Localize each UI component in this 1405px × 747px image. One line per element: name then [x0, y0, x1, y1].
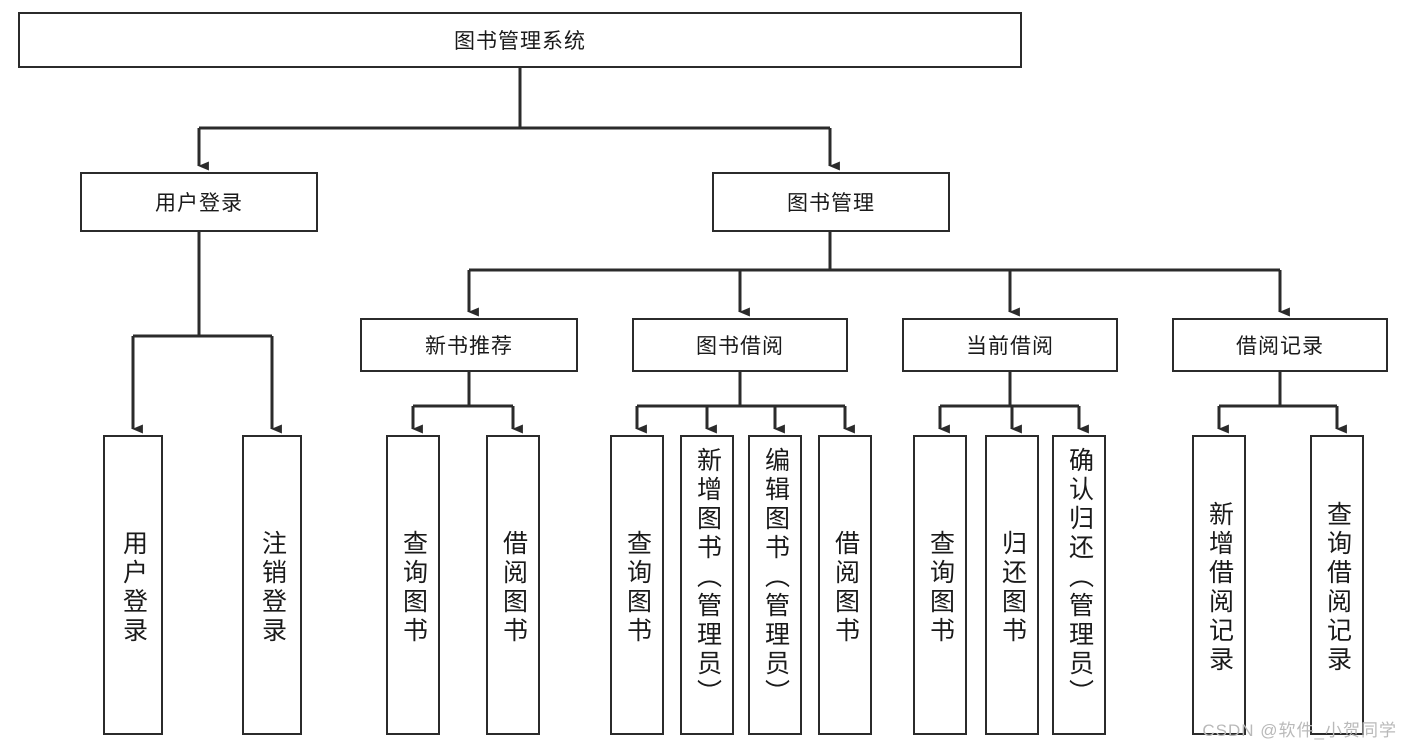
vwrap: 借阅图书 — [820, 443, 870, 733]
vwrap: 新增借阅记录 — [1194, 443, 1244, 733]
vwrap: 编辑图书（管理员） — [750, 443, 800, 733]
vwrap: 用户登录 — [105, 443, 161, 733]
vwrap: 归还图书 — [987, 443, 1037, 733]
node-edit-book-admin[interactable]: 编辑图书（管理员） — [748, 435, 802, 735]
vwrap: 查询借阅记录 — [1312, 443, 1362, 733]
vwrap: 新增图书（管理员） — [682, 443, 732, 733]
node-book-borrow-label: 图书借阅 — [696, 335, 784, 358]
vwrap: 注销登录 — [244, 443, 300, 733]
vwrap: 查询图书 — [612, 443, 662, 733]
node-confirm-return-admin-label: 确认归还（管理员） — [1065, 447, 1094, 708]
node-query-book-1[interactable]: 查询图书 — [386, 435, 440, 735]
node-add-borrow-record[interactable]: 新增借阅记录 — [1192, 435, 1246, 735]
vwrap: 查询图书 — [388, 443, 438, 733]
node-borrow-record[interactable]: 借阅记录 — [1172, 318, 1388, 372]
node-book-borrow[interactable]: 图书借阅 — [632, 318, 848, 372]
node-confirm-return-admin[interactable]: 确认归还（管理员） — [1052, 435, 1106, 735]
node-add-book-admin[interactable]: 新增图书（管理员） — [680, 435, 734, 735]
node-user-logout-leaf[interactable]: 注销登录 — [242, 435, 302, 735]
node-current-borrow-label: 当前借阅 — [966, 335, 1054, 358]
node-user-login[interactable]: 用户登录 — [80, 172, 318, 232]
node-borrow-book-2-label: 借阅图书 — [831, 530, 860, 646]
vwrap: 查询图书 — [915, 443, 965, 733]
node-new-book-rec[interactable]: 新书推荐 — [360, 318, 578, 372]
node-borrow-book-2[interactable]: 借阅图书 — [818, 435, 872, 735]
node-return-book[interactable]: 归还图书 — [985, 435, 1039, 735]
node-user-login-leaf-label: 用户登录 — [119, 530, 148, 646]
node-query-book-3[interactable]: 查询图书 — [913, 435, 967, 735]
node-borrow-book-1-label: 借阅图书 — [499, 530, 528, 646]
node-user-login-label: 用户登录 — [155, 192, 243, 215]
node-query-book-2-label: 查询图书 — [623, 530, 652, 646]
node-borrow-record-label: 借阅记录 — [1236, 335, 1324, 358]
node-current-borrow[interactable]: 当前借阅 — [902, 318, 1118, 372]
node-root[interactable]: 图书管理系统 — [18, 12, 1022, 68]
node-add-borrow-record-label: 新增借阅记录 — [1205, 501, 1234, 675]
node-query-borrow-record-label: 查询借阅记录 — [1323, 501, 1352, 675]
node-add-book-admin-label: 新增图书（管理员） — [693, 447, 722, 708]
node-query-borrow-record[interactable]: 查询借阅记录 — [1310, 435, 1364, 735]
node-query-book-1-label: 查询图书 — [399, 530, 428, 646]
node-root-label: 图书管理系统 — [454, 30, 586, 53]
node-book-manage-label: 图书管理 — [787, 192, 875, 215]
node-borrow-book-1[interactable]: 借阅图书 — [486, 435, 540, 735]
node-query-book-3-label: 查询图书 — [926, 530, 955, 646]
node-edit-book-admin-label: 编辑图书（管理员） — [761, 447, 790, 708]
node-book-manage[interactable]: 图书管理 — [712, 172, 950, 232]
vwrap: 借阅图书 — [488, 443, 538, 733]
vwrap: 确认归还（管理员） — [1054, 443, 1104, 733]
watermark: CSDN @软件_小贺同学 — [1202, 721, 1397, 740]
node-user-logout-leaf-label: 注销登录 — [258, 530, 287, 646]
node-new-book-rec-label: 新书推荐 — [425, 335, 513, 358]
node-query-book-2[interactable]: 查询图书 — [610, 435, 664, 735]
node-return-book-label: 归还图书 — [998, 530, 1027, 646]
node-user-login-leaf[interactable]: 用户登录 — [103, 435, 163, 735]
